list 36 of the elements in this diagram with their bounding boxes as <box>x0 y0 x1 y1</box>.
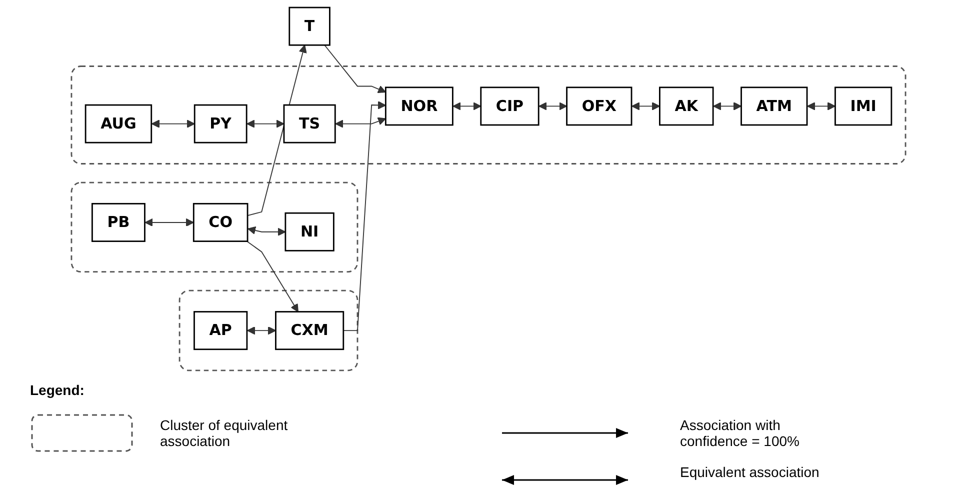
node-box: AUG <box>84 104 152 144</box>
node-box: T <box>288 6 330 46</box>
arrow <box>335 117 386 128</box>
arrow <box>246 120 284 128</box>
arrow <box>246 240 298 312</box>
arrow <box>452 102 482 110</box>
node-box: TS <box>283 104 336 144</box>
arrow <box>807 102 836 110</box>
node-box: CO <box>192 202 248 242</box>
node-box: ATM <box>740 86 808 126</box>
arrow <box>144 218 194 227</box>
arrow <box>538 102 568 110</box>
cluster <box>70 66 906 164</box>
cluster <box>70 182 358 273</box>
node-box: AP <box>194 311 248 350</box>
arrow <box>342 101 386 332</box>
arrow <box>151 120 195 128</box>
node-box: CIP <box>480 86 540 126</box>
legend-text: Cluster of equivalent association <box>160 417 289 449</box>
arrow <box>248 226 286 236</box>
legend-text: Association with confidence = 100% <box>680 417 800 449</box>
node-box: IMI <box>834 86 892 126</box>
arrow <box>713 102 742 110</box>
arrow <box>632 102 660 110</box>
arrow <box>246 326 276 335</box>
node-box: NI <box>284 212 334 252</box>
node-box: CXM <box>275 311 344 350</box>
legend-heading: Legend: <box>30 382 84 398</box>
node-box: NOR <box>384 86 454 126</box>
arrow <box>247 44 307 216</box>
arrow <box>324 44 386 94</box>
legend-text: Equivalent association <box>680 464 820 480</box>
node-box: PB <box>91 202 146 242</box>
cluster <box>178 290 358 372</box>
node-box: PY <box>194 104 248 144</box>
node-box: OFX <box>566 86 632 126</box>
